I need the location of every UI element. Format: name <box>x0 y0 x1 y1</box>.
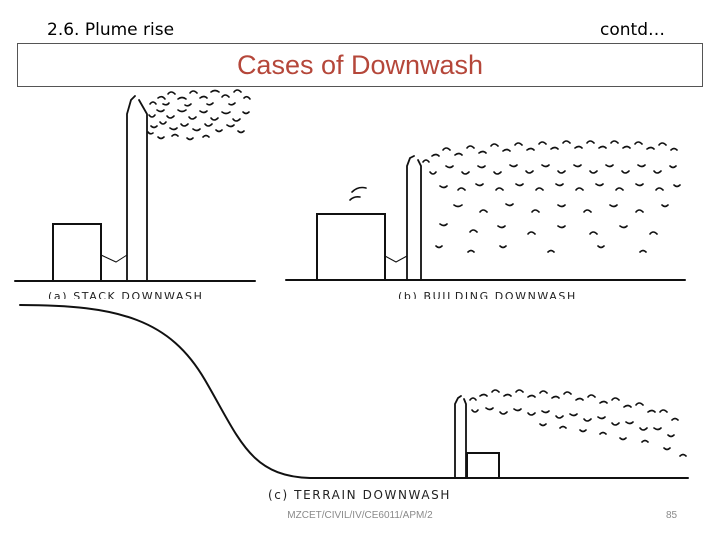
building <box>52 223 102 282</box>
continued-label: contd… <box>600 20 665 40</box>
stack <box>126 95 148 282</box>
terrain-downwash-figure <box>19 304 689 479</box>
connector-pipe <box>100 254 128 263</box>
building-downwash-figure <box>285 140 686 281</box>
caption-terrain-downwash: (c) TERRAIN DOWNWASH <box>268 488 452 502</box>
caption-building-downwash: (b) BUILDING DOWNWASH <box>398 290 577 299</box>
stack <box>406 155 422 281</box>
footer-course-code: MZCET/CIVIL/IV/CE6011/APM/2 <box>287 510 433 521</box>
page-number: 85 <box>666 510 678 521</box>
slide-title: Cases of Downwash <box>236 50 484 80</box>
section-title: 2.6. Plume rise <box>47 20 175 40</box>
stack-plume <box>147 89 251 141</box>
stack-downwash-figure <box>14 89 256 282</box>
building <box>466 452 500 479</box>
terrain-line <box>19 304 689 479</box>
building <box>316 213 386 281</box>
building-plume <box>349 140 681 253</box>
connector-pipe <box>384 255 408 263</box>
terrain-plume <box>469 389 687 457</box>
caption-stack-downwash: (a) STACK DOWNWASH <box>48 290 204 299</box>
title-box <box>17 43 703 87</box>
stack <box>454 395 467 479</box>
